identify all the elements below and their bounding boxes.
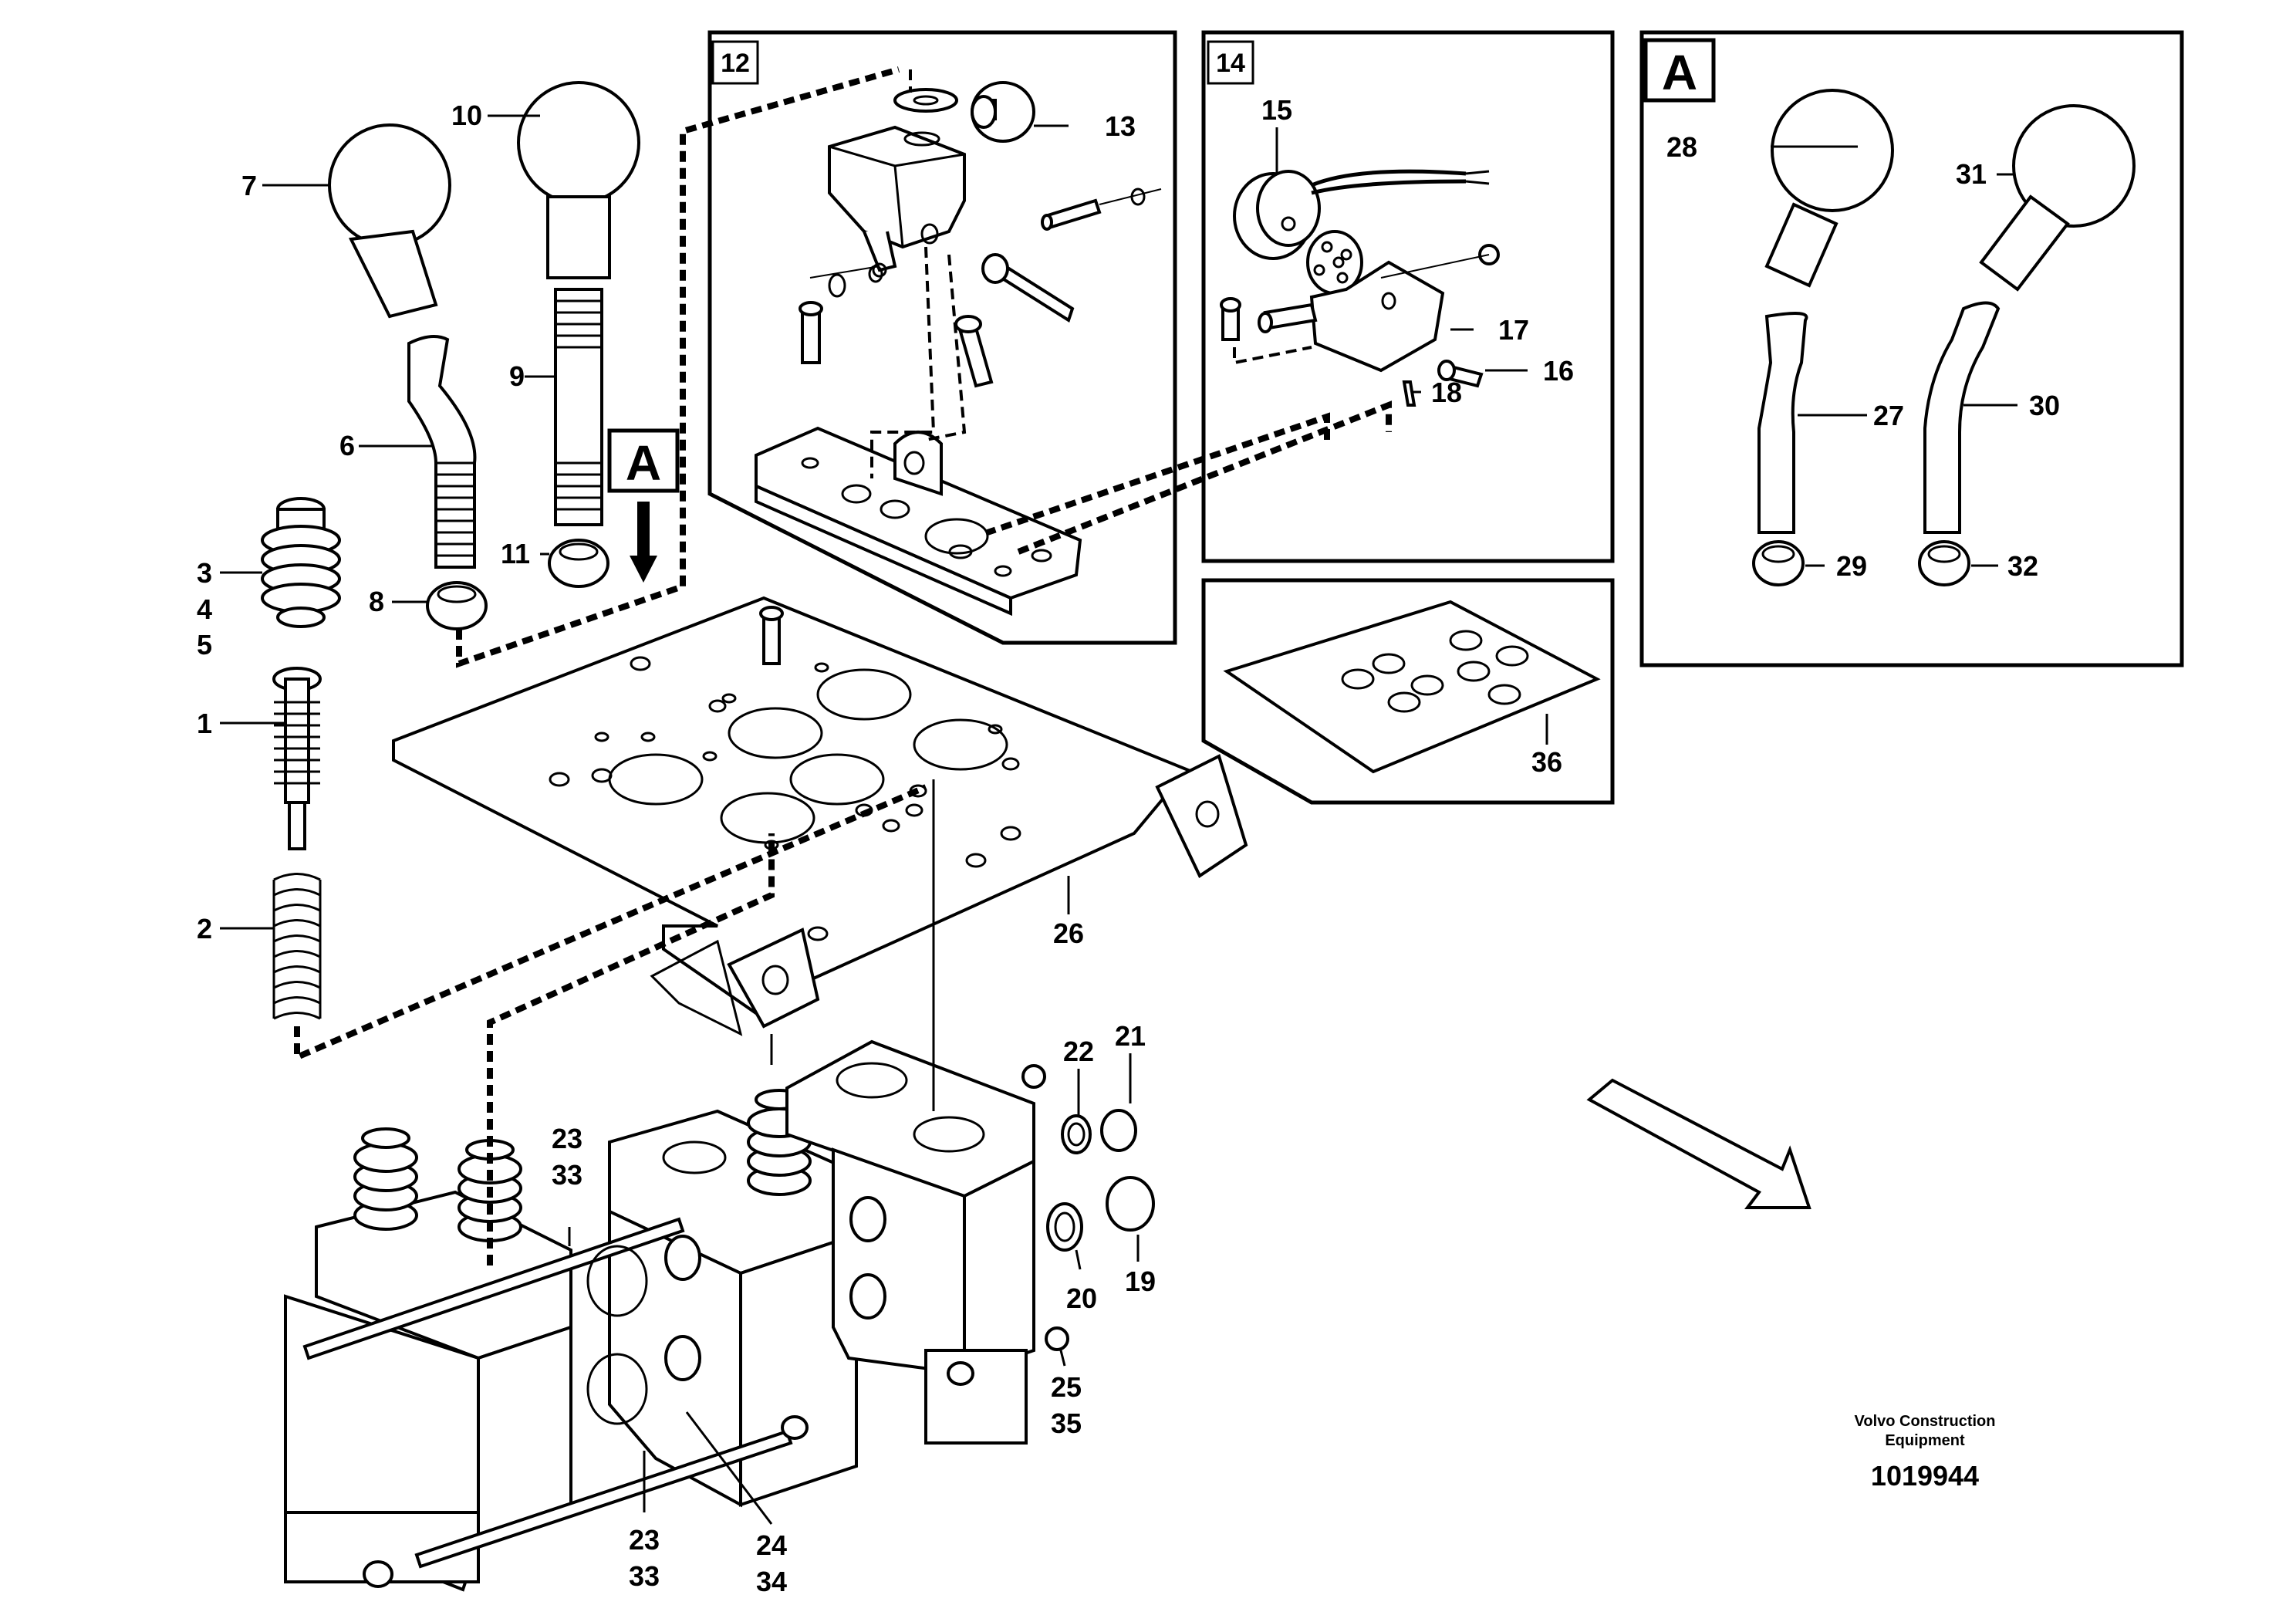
spring-assembly-3-4-5 (261, 497, 341, 628)
pointer-A-label: A (626, 435, 661, 491)
callout-3: 3 (197, 557, 212, 589)
drawing-footer: Volvo Construction Equipment 1019944 (1855, 1413, 1996, 1492)
valve-block-2 (608, 1089, 858, 1508)
leader-lines (220, 114, 2017, 1525)
callout-2: 2 (197, 913, 212, 944)
callout-7: 7 (241, 170, 257, 201)
callout-5: 5 (197, 629, 212, 661)
callout-11: 11 (501, 538, 530, 569)
callout-labels: 7 10 13 9 6 8 11 3 4 5 1 2 15 17 16 18 2… (197, 94, 2060, 1597)
callout-26: 26 (1053, 917, 1084, 949)
callout-17: 17 (1498, 314, 1529, 346)
knob-13 (971, 81, 1035, 143)
dashed-connectors (294, 66, 1392, 1265)
lever-assembly-10-9-11 (517, 81, 640, 588)
callout-8: 8 (369, 586, 384, 617)
callout-21: 21 (1115, 1020, 1146, 1052)
detail-box-36 (1201, 578, 1615, 805)
callout-18: 18 (1431, 377, 1462, 408)
callout-24: 24 (756, 1529, 787, 1561)
spring-2 (272, 873, 322, 1020)
callout-1: 1 (197, 708, 212, 739)
box-12-label: 12 (721, 49, 750, 78)
callout-36: 36 (1531, 746, 1562, 778)
callout-16: 16 (1543, 355, 1574, 387)
detail-box-14: 14 (1201, 30, 1615, 563)
callout-23-top: 23 (552, 1123, 582, 1154)
callout-6: 6 (339, 430, 355, 461)
callout-31: 31 (1956, 158, 1987, 190)
callout-13: 13 (1105, 110, 1136, 142)
callout-20: 20 (1066, 1282, 1097, 1314)
company-name-line1: Volvo Construction (1855, 1413, 1996, 1430)
callout-32: 32 (2007, 550, 2038, 582)
callout-35: 35 (1051, 1407, 1082, 1439)
callout-19: 19 (1125, 1265, 1156, 1297)
callout-25: 25 (1051, 1371, 1082, 1403)
drawing-number: 1019944 (1871, 1460, 1979, 1492)
direction-arrow (1586, 1078, 1811, 1209)
callout-22: 22 (1063, 1036, 1094, 1067)
callout-15: 15 (1261, 94, 1292, 126)
callout-10: 10 (451, 100, 482, 131)
callout-33-bottom: 33 (629, 1560, 660, 1592)
plugs-19-22 (1046, 1109, 1155, 1252)
plunger-1 (272, 667, 322, 850)
callout-4: 4 (197, 593, 212, 625)
callout-9: 9 (509, 360, 525, 392)
tie-rods (302, 1064, 1069, 1588)
callout-33-top: 33 (552, 1159, 582, 1191)
box-A-label: A (1662, 45, 1697, 100)
detail-box-A: A (1639, 30, 2184, 667)
pointer-A: A (607, 428, 680, 583)
callout-34: 34 (756, 1566, 787, 1597)
box-14-label: 14 (1216, 49, 1245, 78)
detail-box-12: 12 (707, 30, 1177, 645)
callout-27: 27 (1873, 400, 1904, 431)
callout-30: 30 (2029, 390, 2060, 421)
company-name-line2: Equipment (1885, 1432, 1965, 1449)
callout-28: 28 (1666, 131, 1697, 163)
mounting-plate-26 (392, 596, 1248, 1036)
valve-block-3 (785, 1039, 1035, 1445)
lever-assembly-7-6-8 (328, 123, 488, 630)
callout-23-bottom: 23 (629, 1524, 660, 1556)
callout-29: 29 (1836, 550, 1867, 582)
